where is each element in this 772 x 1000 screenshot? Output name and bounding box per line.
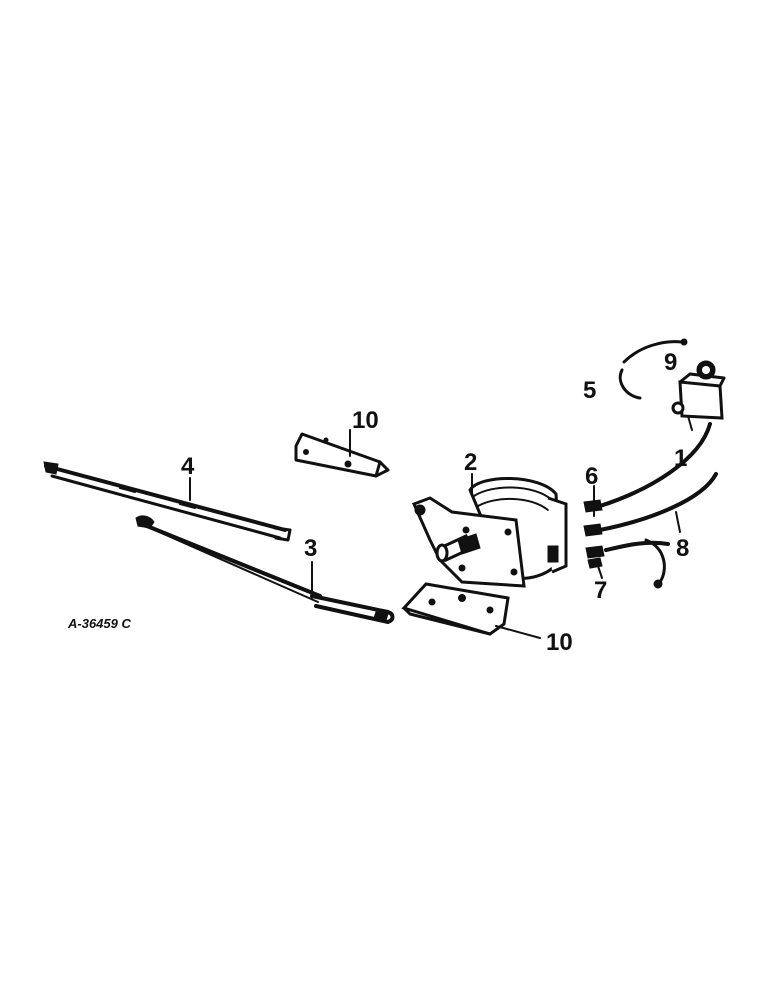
callout-1: 1 — [674, 445, 687, 472]
callout-5: 5 — [583, 377, 596, 404]
callout-4: 4 — [181, 453, 195, 480]
jumper-wire-part — [618, 338, 688, 400]
callout-7: 7 — [594, 577, 607, 604]
callout-8: 8 — [676, 535, 689, 562]
callout-10-lower: 10 — [546, 629, 573, 656]
drawing-number: A-36459 C — [67, 616, 131, 631]
mounting-bracket-upper-part — [294, 429, 390, 478]
callout-6: 6 — [585, 463, 598, 490]
callout-3: 3 — [304, 535, 317, 562]
wiper-arm-part — [135, 515, 395, 624]
wire-lead-6-part — [583, 472, 718, 537]
wire-lead-7-part — [587, 557, 603, 579]
mounting-bracket-lower-part — [401, 582, 541, 639]
callout-10-upper: 10 — [352, 407, 379, 434]
callout-9: 9 — [664, 349, 677, 376]
wiper-switch-part — [671, 360, 726, 431]
wire-lead-8-part — [585, 511, 681, 589]
wiper-blade-part — [43, 461, 292, 542]
wiper-motor-part — [411, 473, 568, 588]
callout-2: 2 — [464, 449, 477, 476]
